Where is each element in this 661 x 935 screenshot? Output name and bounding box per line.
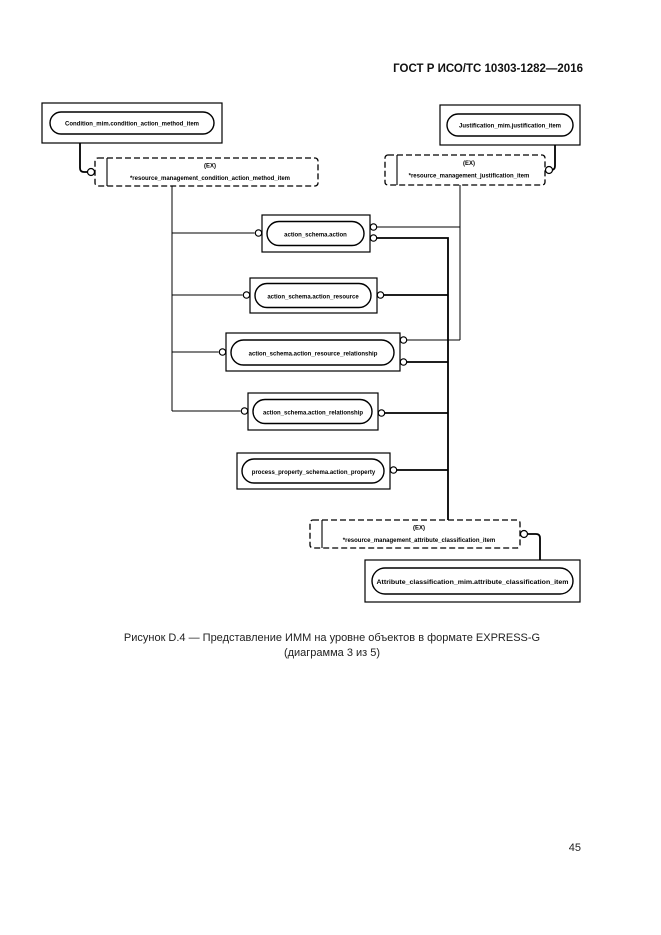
entity-oval [241, 458, 385, 484]
circle-terminator-icon [369, 223, 378, 231]
circle-terminator-icon [369, 234, 378, 242]
select-type-condition-action-method: (EX) *resource_management_condition_acti… [94, 157, 319, 187]
entity-action-resource: action_schema.action_resource [249, 277, 378, 314]
select-type-label: *resource_management_attribute_classific… [343, 538, 495, 544]
entity-oval [266, 220, 365, 247]
interschema-ref-oval [371, 567, 574, 595]
select-type-label: *resource_management_justification_item [409, 174, 530, 180]
select-type-tag: (EX) [463, 161, 475, 167]
entity-oval [254, 282, 372, 309]
figure-caption-line2: (диаграмма 3 из 5) [284, 647, 380, 659]
connector-line [527, 533, 541, 560]
circle-terminator-icon [389, 466, 398, 474]
interschema-ref-attribute-classification: Attribute_classification_mim.attribute_c… [364, 559, 581, 603]
circle-terminator-icon [254, 229, 263, 237]
entity-label: action_schema.action_relationship [263, 411, 363, 417]
connector-trunk [377, 237, 449, 520]
circle-terminator-icon [240, 407, 249, 415]
select-type-justification: (EX) *resource_management_justification_… [384, 154, 546, 186]
entity-oval [252, 398, 373, 425]
interschema-ref-condition: Condition_mim.condition_action_method_it… [41, 102, 223, 144]
interschema-ref-justification: Justification_mim.justification_item [439, 104, 581, 146]
select-type-box [384, 154, 546, 186]
figure-caption-line1: Рисунок D.4 — Представление ИММ на уровн… [124, 632, 540, 644]
entity-action: action_schema.action [261, 214, 371, 253]
entity-label: action_schema.action_resource_relationsh… [249, 352, 378, 358]
page-number: 45 [569, 842, 581, 854]
select-type-label: *resource_management_condition_action_me… [130, 176, 290, 182]
circle-terminator-icon [399, 358, 408, 366]
circle-terminator-icon [544, 165, 554, 175]
circle-terminator-icon [218, 348, 227, 356]
entity-oval [230, 339, 395, 366]
connector-line [550, 145, 556, 171]
entity-label: process_property_schema.action_property [252, 470, 376, 476]
select-type-attribute-classification: (EX) *resource_management_attribute_clas… [309, 519, 521, 549]
select-type-tag: (EX) [413, 526, 425, 532]
interschema-ref-oval [49, 111, 215, 135]
entity-action-relationship: action_schema.action_relationship [247, 392, 379, 431]
circle-terminator-icon [377, 409, 386, 417]
interschema-ref-label: Justification_mim.justification_item [459, 124, 561, 130]
interschema-ref-oval [446, 113, 574, 137]
circle-terminator-icon [519, 529, 529, 539]
connector-line [79, 143, 88, 173]
interschema-ref-label: Condition_mim.condition_action_method_it… [65, 122, 199, 128]
circle-terminator-icon [86, 167, 96, 177]
circle-terminator-icon [376, 291, 385, 299]
connectors [79, 143, 556, 560]
entity-action-property: process_property_schema.action_property [236, 452, 391, 490]
circle-terminator-icon [399, 336, 408, 344]
entity-label: action_schema.action [284, 233, 347, 239]
interschema-ref-label: Attribute_classification_mim.attribute_c… [377, 580, 569, 586]
circle-terminator-icon [242, 291, 251, 299]
entity-action-resource-relationship: action_schema.action_resource_relationsh… [225, 332, 401, 372]
document-header-title: ГОСТ Р ИСО/ТС 10303-1282—2016 [393, 63, 583, 75]
select-type-tag: (EX) [204, 164, 216, 170]
entity-label: action_schema.action_resource [267, 295, 359, 301]
